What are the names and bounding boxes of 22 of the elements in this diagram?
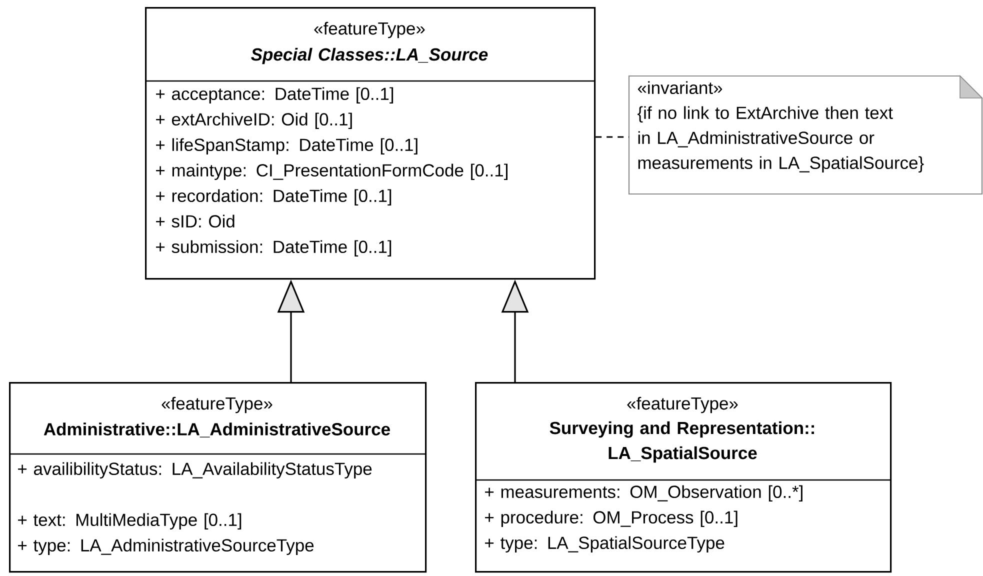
attribute-text: + sID: Oid: [156, 214, 234, 228]
attribute-text: + extArchiveID: Oid [0..1]: [156, 112, 352, 130]
class-name: Administrative::LA_AdministrativeSource: [44, 422, 390, 438]
attribute-text: + measurements: OM_Observation [0..*]: [485, 485, 802, 502]
attribute-text: + type: LA_SpatialSourceType: [485, 536, 724, 553]
stereotype-text: «featureType»: [627, 396, 738, 414]
class-name: Surveying and Representation:: LA_SpatialSource: [550, 421, 814, 463]
attribute-text: + availibilityStatus: LA_AvailabilityStatusType: [18, 462, 372, 479]
dashed-connector: [596, 136, 629, 138]
constraint-text: {if no link to ExtArchive then text in LA_AdministrativeSource or measurements in LA_SpatialSource}: [638, 106, 924, 173]
attribute-text: + acceptance: DateTime [0..1]: [156, 87, 394, 104]
attribute-text: + submission: DateTime [0..1]: [156, 240, 392, 257]
attribute-text: + lifeSpanStamp: DateTime [0..1]: [156, 138, 418, 155]
stereotype-text: «featureType»: [162, 396, 272, 414]
stereotype-text: «featureType»: [314, 22, 425, 38]
class-name: Special Classes::LA_Source: [251, 48, 488, 64]
stereotype-text: «invariant»: [638, 81, 722, 94]
attribute-text: + text: MultiMediaType [0..1]: [18, 513, 242, 530]
attribute-text: + recordation: DateTime [0..1]: [156, 189, 392, 206]
attribute-text: + type: LA_AdministrativeSourceType: [18, 538, 314, 556]
attribute-text: + procedure: OM_Process [0..1]: [485, 510, 738, 528]
attribute-text: + maintype: CI_PresentationFormCode [0..1]: [156, 164, 508, 180]
